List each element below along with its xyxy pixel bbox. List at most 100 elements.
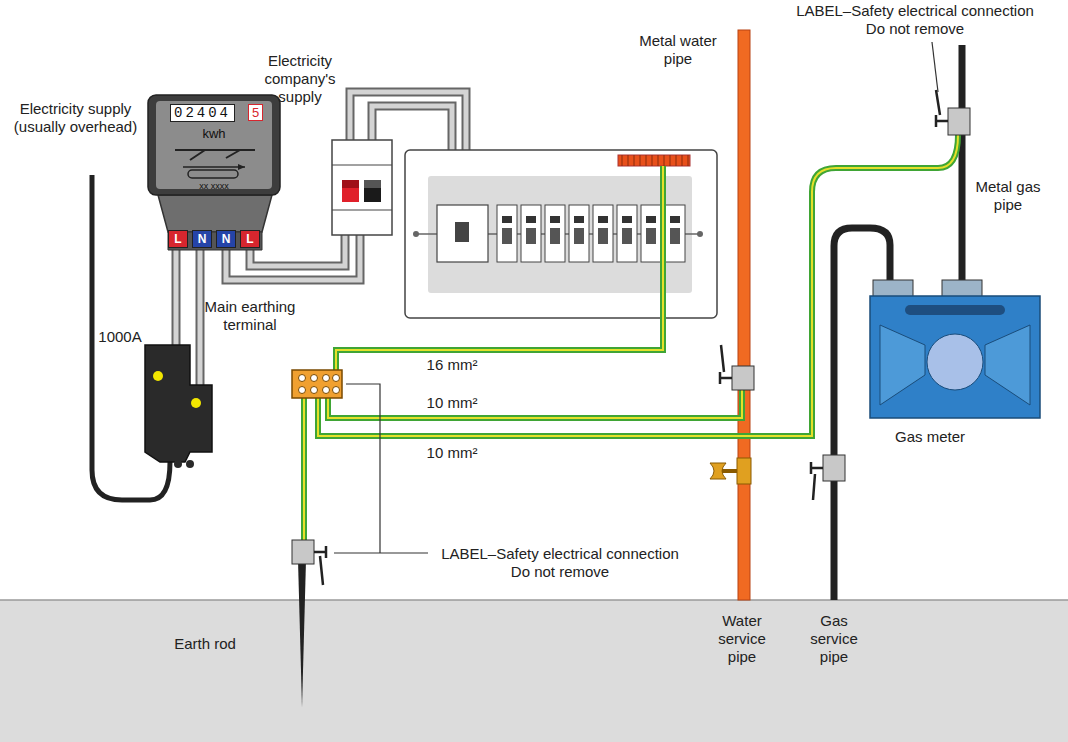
meter-reading: 02404 — [170, 104, 235, 122]
main-isolator — [364, 180, 381, 202]
earth-clamps — [936, 90, 948, 127]
electricity-meter — [238, 164, 245, 170]
main-isolator — [332, 140, 392, 235]
water-pipe — [710, 463, 726, 479]
service-cutout — [186, 460, 194, 468]
main-isolator — [332, 210, 392, 211]
electricity-meter — [156, 101, 272, 189]
meter-terminal: L — [240, 230, 260, 248]
circuit-breakers — [502, 228, 512, 244]
bonding-conductors — [304, 135, 958, 542]
gas-pipes — [959, 45, 966, 282]
earth-clamps — [948, 108, 970, 135]
earth-clamps — [811, 462, 823, 500]
label: Metal gas pipe — [971, 178, 1046, 214]
circuit-breakers — [646, 216, 656, 223]
ground — [0, 599, 1068, 601]
label: LABEL–Safety electrical connection Do no… — [790, 2, 1040, 38]
main-earthing-terminal — [311, 375, 318, 382]
consumer-unit — [413, 231, 419, 237]
bonding-conductors — [336, 166, 663, 370]
main-earthing-terminal — [292, 370, 342, 398]
circuit-breakers — [665, 205, 685, 262]
circuit-breakers — [598, 228, 608, 244]
bonding-conductors — [318, 135, 958, 436]
service-cutout — [153, 371, 163, 381]
gas-meter — [870, 280, 1040, 418]
circuit-breakers — [550, 216, 560, 223]
bonding-conductors — [301, 398, 307, 542]
main-isolator — [342, 180, 359, 188]
main-earthing-terminal — [323, 387, 330, 394]
circuit-breakers — [670, 228, 680, 244]
service-cutout — [145, 345, 212, 462]
circuit-breakers — [550, 228, 560, 244]
earth-bar — [652, 155, 653, 166]
earth-bar — [622, 155, 688, 166]
meter-tails — [196, 248, 205, 390]
meter-tails — [174, 248, 179, 348]
meter-reading: 5 — [248, 104, 263, 121]
circuit-breakers — [497, 205, 685, 262]
service-cutout — [174, 460, 182, 468]
circuit-breakers — [617, 205, 637, 262]
circuit-breakers — [521, 205, 541, 262]
circuit-breakers — [502, 216, 512, 223]
water-pipe — [738, 30, 750, 600]
label: Water service pipe — [712, 612, 772, 666]
bonding-conductors — [328, 390, 742, 418]
meter-tails — [198, 248, 203, 390]
meter-terminal: N — [192, 230, 212, 248]
electricity-meter — [148, 95, 280, 250]
bonding-conductors — [303, 398, 305, 542]
water-pipe — [737, 458, 751, 484]
meter-terminal: N — [216, 230, 236, 248]
bonding-conductors — [318, 135, 958, 436]
circuit-breakers — [646, 228, 656, 244]
label: Earth rod — [174, 635, 236, 653]
earth-rod — [298, 560, 306, 708]
earth-bar — [688, 155, 689, 166]
earth-clamps — [292, 90, 970, 585]
consumer-unit — [405, 150, 717, 318]
circuit-breakers — [574, 216, 584, 223]
circuit-breakers — [545, 205, 565, 262]
leader-lines — [334, 42, 938, 553]
earth-rod — [298, 560, 306, 708]
meter-reading: kwh — [202, 126, 225, 141]
electricity-meter — [148, 95, 280, 195]
circuit-breakers — [569, 205, 589, 262]
bonding-conductors — [336, 166, 663, 370]
service-cutout — [191, 398, 201, 408]
main-isolator — [332, 165, 392, 166]
gas-meter — [905, 305, 1005, 315]
consumer-unit — [428, 176, 692, 293]
meter-tails — [250, 235, 345, 266]
circuit-breakers — [622, 216, 632, 223]
earth-clamps — [823, 455, 845, 481]
gas-meter — [870, 296, 1040, 418]
leader-lines — [346, 384, 380, 553]
circuit-breakers — [526, 216, 536, 223]
meter-tails — [172, 248, 181, 348]
consumer-unit — [697, 231, 703, 237]
earth-bar — [640, 155, 641, 166]
main-earthing-terminal — [333, 375, 340, 382]
main-earthing-terminal — [323, 375, 330, 382]
meter-terminal: L — [168, 230, 188, 248]
label: 10 mm² — [427, 444, 478, 462]
terminal-letter: L — [241, 231, 259, 247]
consumer-unit — [437, 205, 488, 262]
earth-clamps — [314, 546, 326, 585]
label: Metal water pipe — [633, 32, 723, 68]
circuit-breakers — [622, 228, 632, 244]
leader-lines — [334, 552, 428, 553]
label: Electricity supply (usually overhead) — [3, 100, 148, 136]
electricity-meter — [188, 170, 238, 178]
label: 1000A — [98, 328, 141, 346]
gas-meter — [927, 334, 983, 390]
water-pipe — [710, 30, 751, 600]
label: 10 mm² — [427, 394, 478, 412]
label: Main earthing terminal — [198, 298, 303, 334]
